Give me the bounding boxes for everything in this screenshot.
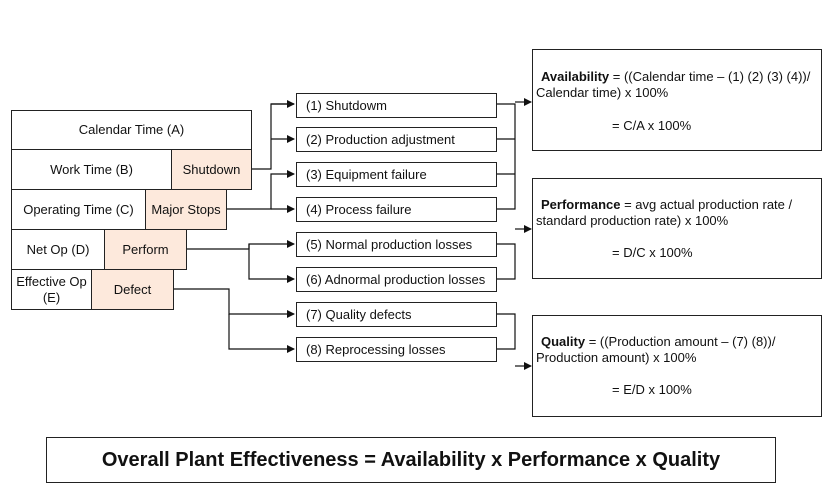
- loss-box-7: (7) Quality defects: [296, 302, 497, 327]
- connector-major-stops: [226, 170, 295, 210]
- performance-term: Performance: [541, 197, 621, 212]
- quality-formula-line2: Production amount) x 100%: [536, 350, 697, 365]
- availability-result: = C/A x 100%: [612, 118, 692, 133]
- effective-op-code: (E): [42, 289, 61, 305]
- availability-formula-box: Availability = ((Calendar time – (1) (2)…: [532, 49, 822, 151]
- work-time-cell: Work Time (B): [11, 149, 172, 190]
- performance-formula-box: Performance = avg actual production rate…: [532, 178, 822, 279]
- overall-effectiveness-banner: Overall Plant Effectiveness = Availabili…: [46, 437, 776, 483]
- connector-to-quality: [496, 313, 516, 350]
- major-stops-cell: Major Stops: [145, 189, 227, 230]
- effective-op-cell: Effective Op (E): [11, 269, 92, 310]
- availability-term: Availability: [541, 69, 610, 84]
- shutdown-cell: Shutdown: [171, 149, 252, 190]
- net-op-cell: Net Op (D): [11, 229, 105, 270]
- perform-cell: Perform: [104, 229, 187, 270]
- connector-perform: [186, 240, 295, 250]
- performance-formula-line1: = avg actual production rate /: [620, 197, 793, 212]
- quality-formula-line1: = ((Production amount – (7) (8))/: [585, 334, 776, 349]
- loss-box-6: (6) Adnormal production losses: [296, 267, 497, 292]
- loss-box-8: (8) Reprocessing losses: [296, 337, 497, 362]
- availability-formula-line1: = ((Calendar time – (1) (2) (3) (4))/: [609, 69, 811, 84]
- loss-box-4: (4) Process failure: [296, 197, 497, 222]
- quality-result: = E/D x 100%: [612, 382, 692, 397]
- calendar-time-cell: Calendar Time (A): [11, 110, 252, 150]
- performance-formula-line2: standard production rate) x 100%: [536, 213, 729, 228]
- connector-to-availability: [496, 103, 516, 210]
- performance-result: = D/C x 100%: [612, 245, 693, 260]
- loss-box-2: (2) Production adjustment: [296, 127, 497, 152]
- defect-cell: Defect: [91, 269, 174, 310]
- effective-op-label: Effective Op: [16, 273, 87, 289]
- loss-box-1: (1) Shutdowm: [296, 93, 497, 118]
- loss-box-5: (5) Normal production losses: [296, 232, 497, 257]
- availability-formula-line2: Calendar time) x 100%: [536, 85, 669, 100]
- loss-box-3: (3) Equipment failure: [296, 162, 497, 187]
- operating-time-cell: Operating Time (C): [11, 189, 146, 230]
- quality-term: Quality: [541, 334, 586, 349]
- quality-formula-box: Quality = ((Production amount – (7) (8))…: [532, 315, 822, 417]
- connector-defect: [173, 288, 295, 318]
- connector-shutdown: [251, 103, 294, 170]
- connector-to-performance: [496, 243, 516, 280]
